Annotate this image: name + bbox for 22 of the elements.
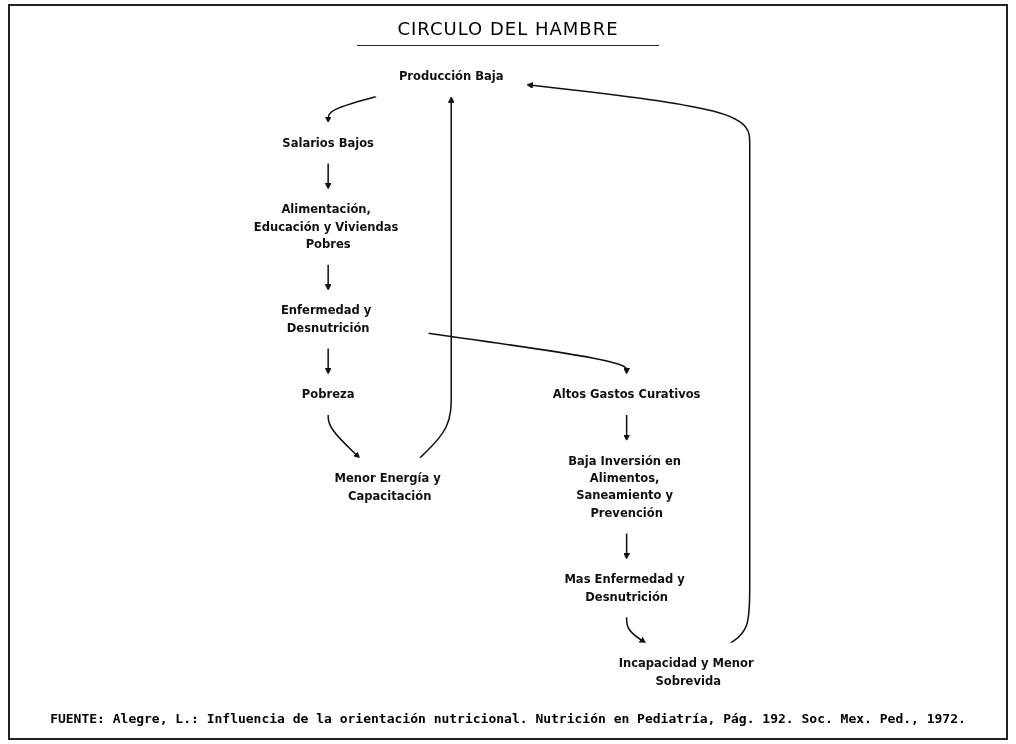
arrow (327, 413, 360, 459)
arrow (324, 95, 378, 123)
node-text: Enfermedad y Desnutrición (280, 303, 372, 335)
node-text: Menor Energía y Capacitación (334, 471, 441, 503)
arrow (623, 532, 630, 560)
node-text: Pobreza (301, 387, 355, 402)
arrow (625, 616, 646, 644)
arrow (427, 332, 630, 375)
node-text: Salarios Bajos (282, 135, 374, 150)
node-text: Producción Baja (398, 69, 504, 84)
arrow (324, 162, 332, 190)
arrow (623, 413, 630, 442)
node-text: Mas Enfermedad y Desnutrición (564, 572, 685, 604)
node-text: Incapacidad y Menor Sobrevida (618, 656, 754, 688)
arrow (324, 263, 332, 291)
node-text: Altos Gastos Curativos (552, 387, 701, 402)
diagram-title: CIRCULO DEL HAMBRE (357, 18, 659, 46)
source-caption: FUENTE: Alegre, L.: Influencia de la orientación nutricional. Nutrición en Pediatría, Pág. 192. Soc. Mex. Ped., 1972. (50, 711, 966, 726)
arrow (418, 96, 455, 459)
node-text: Baja Inversión en Alimentos, Saneamiento y Prevención (568, 453, 681, 520)
arrow (324, 347, 332, 375)
node-text: Alimentación, Educación y Viviendas Pobres (253, 202, 399, 251)
